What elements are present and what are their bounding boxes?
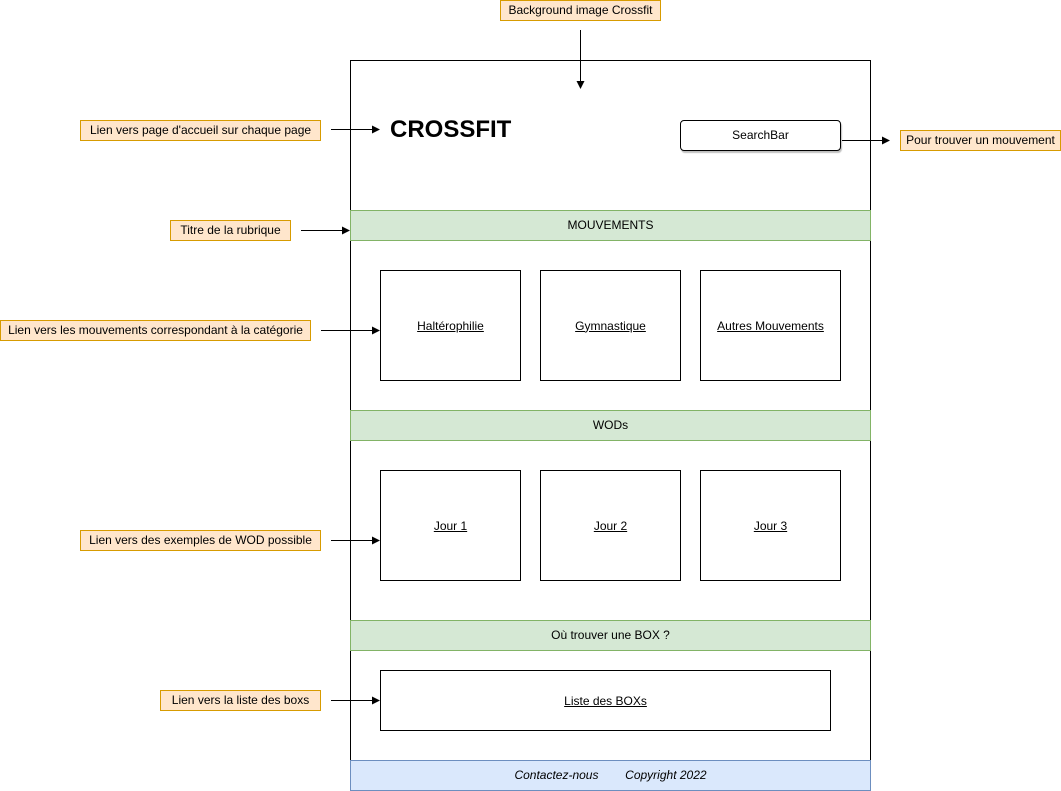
section-title-box: Où trouver une BOX ? [350,620,871,651]
site-title-link[interactable]: CROSSFIT [390,116,512,143]
movement-card-halterophilie[interactable]: Haltérophilie [380,270,521,381]
wod-card-jour-2[interactable]: Jour 2 [540,470,681,581]
wod-card-jour-3[interactable]: Jour 3 [700,470,841,581]
footer-contact-link[interactable]: Contactez-nous [514,768,599,782]
note-wod-link: Lien vers des exemples de WOD possible [80,530,321,551]
note-background-image: Background image Crossfit [500,0,661,21]
wod-card-jour-1[interactable]: Jour 1 [380,470,521,581]
note-category-link: Lien vers les mouvements correspondant à… [0,320,311,341]
section-title-wods: WODs [350,410,871,441]
note-home-link: Lien vers page d'accueil sur chaque page [80,120,321,141]
movement-card-autres[interactable]: Autres Mouvements [700,270,841,381]
footer: Contactez-nous Copyright 2022 [350,760,871,791]
movement-card-gymnastique[interactable]: Gymnastique [540,270,681,381]
note-section-title: Titre de la rubrique [170,220,291,241]
footer-copyright: Copyright 2022 [625,768,707,782]
note-search-hint: Pour trouver un mouvement [900,130,1061,151]
search-bar[interactable]: SearchBar [680,120,841,151]
note-box-link: Lien vers la liste des boxs [160,690,321,711]
box-list-link[interactable]: Liste des BOXs [380,670,831,731]
section-title-movements: MOUVEMENTS [350,210,871,241]
